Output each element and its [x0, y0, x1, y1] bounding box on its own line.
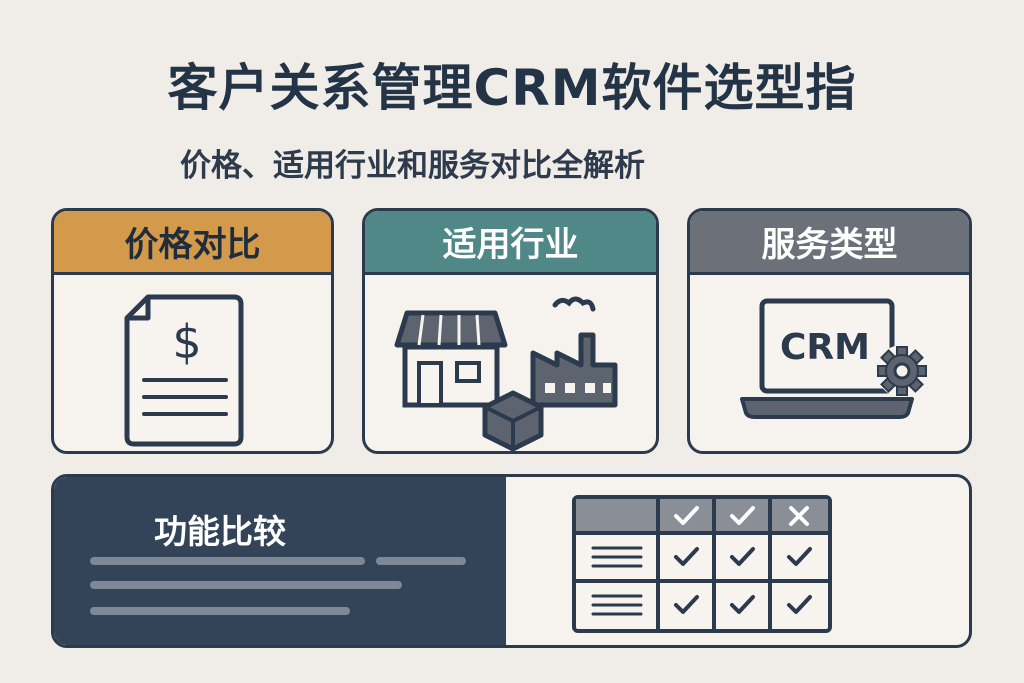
- text-placeholder-bar: [90, 581, 402, 589]
- industry-icon: [394, 296, 618, 451]
- crm-screen-text: CRM: [780, 327, 870, 368]
- service-type-card: 服务类型 CRM: [687, 208, 972, 454]
- price-comparison-header: 价格对比: [54, 211, 331, 275]
- dollar-sign-icon: $: [172, 315, 201, 369]
- check-icon: [730, 547, 755, 566]
- check-icon: [730, 595, 755, 614]
- industry-body: [365, 275, 656, 451]
- check-icon: [787, 595, 812, 614]
- factory-icon: [530, 296, 618, 408]
- cross-icon: [789, 506, 809, 526]
- check-icon: [730, 506, 755, 525]
- service-type-header: 服务类型: [690, 211, 969, 275]
- price-comparison-body: $: [54, 275, 331, 451]
- price-document-icon: $: [124, 294, 244, 447]
- box-icon: [482, 390, 544, 451]
- page-title: 客户关系管理CRM软件选型指: [167, 59, 857, 117]
- check-icon: [674, 547, 699, 566]
- comparison-table-icon: [572, 495, 832, 633]
- text-placeholder-bar: [90, 557, 365, 565]
- text-placeholder-bar: [376, 557, 466, 565]
- crm-laptop-icon: CRM: [740, 298, 928, 419]
- store-icon: [394, 310, 508, 408]
- check-icon: [787, 547, 812, 566]
- industry-header: 适用行业: [365, 211, 656, 275]
- feature-comparison-title: 功能比较: [154, 512, 286, 551]
- page-subtitle: 价格、适用行业和服务对比全解析: [180, 148, 645, 184]
- text-placeholder-bar: [90, 607, 350, 615]
- feature-comparison-panel: 功能比较: [51, 474, 972, 648]
- gear-icon: [876, 345, 928, 397]
- industry-card: 适用行业: [362, 208, 659, 454]
- service-type-body: CRM: [690, 275, 969, 451]
- feature-comparison-left: 功能比较: [54, 477, 506, 645]
- feature-comparison-right: [506, 477, 969, 645]
- check-icon: [674, 506, 699, 525]
- price-comparison-card: 价格对比 $: [51, 208, 334, 454]
- check-icon: [674, 595, 699, 614]
